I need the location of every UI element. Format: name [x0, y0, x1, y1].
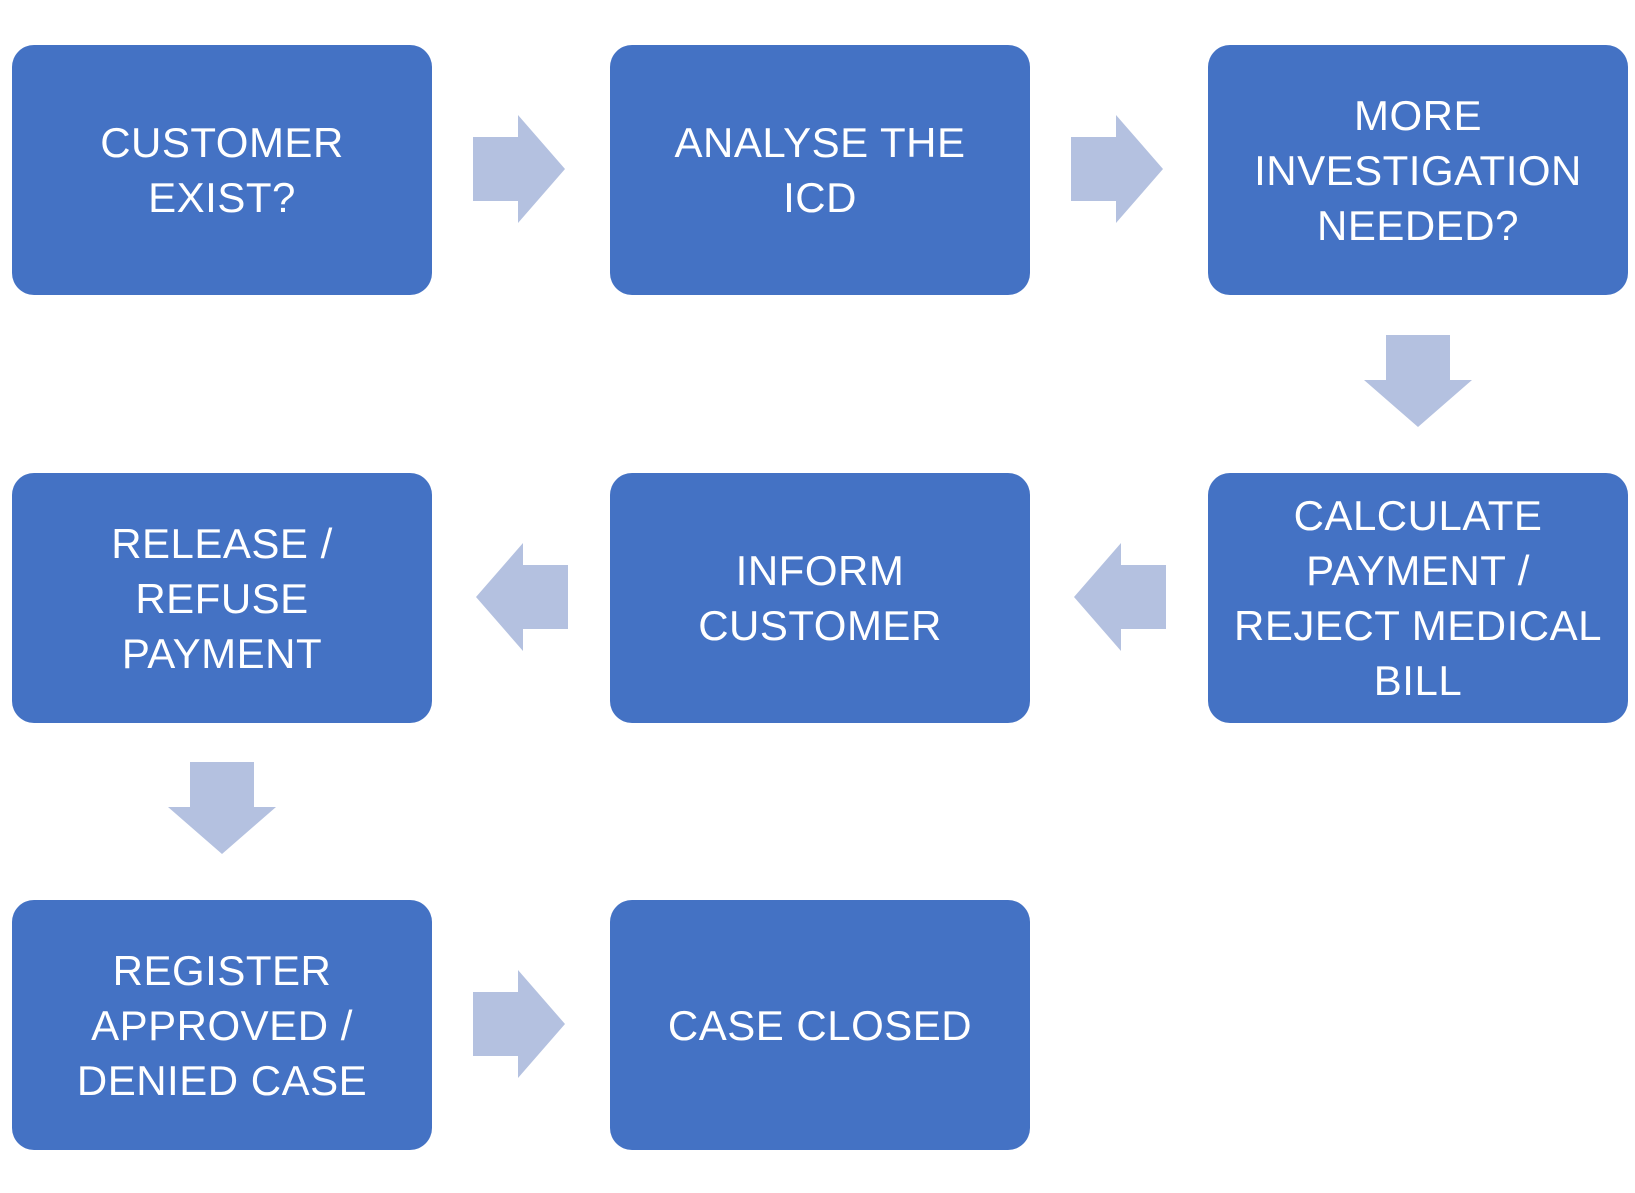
arrow-right-icon: [473, 970, 565, 1078]
step-label: MORE INVESTIGATION NEEDED?: [1254, 91, 1582, 249]
step-label: RELEASE / REFUSE PAYMENT: [111, 519, 333, 677]
step-release-refuse-payment: RELEASE / REFUSE PAYMENT: [12, 473, 432, 723]
step-customer-exist: CUSTOMER EXIST?: [12, 45, 432, 295]
arrow-right-icon: [473, 115, 565, 223]
step-label: CALCULATE PAYMENT / REJECT MEDICAL BILL: [1234, 492, 1602, 704]
step-label: INFORM CUSTOMER: [698, 547, 942, 649]
arrow-down-icon: [1364, 335, 1472, 427]
step-label: CASE CLOSED: [667, 1001, 973, 1049]
step-calculate-payment: CALCULATE PAYMENT / REJECT MEDICAL BILL: [1208, 473, 1628, 723]
arrow-right-icon: [1071, 115, 1163, 223]
arrow-down-icon: [168, 762, 276, 854]
step-inform-customer: INFORM CUSTOMER: [610, 473, 1030, 723]
step-label: CUSTOMER EXIST?: [100, 119, 344, 221]
step-more-investigation: MORE INVESTIGATION NEEDED?: [1208, 45, 1628, 295]
arrow-left-icon: [1074, 543, 1166, 651]
step-label: REGISTER APPROVED / DENIED CASE: [76, 946, 368, 1104]
arrow-left-icon: [476, 543, 568, 651]
step-label: ANALYSE THE ICD: [674, 119, 966, 221]
step-register-case: REGISTER APPROVED / DENIED CASE: [12, 900, 432, 1150]
step-analyse-icd: ANALYSE THE ICD: [610, 45, 1030, 295]
step-case-closed: CASE CLOSED: [610, 900, 1030, 1150]
